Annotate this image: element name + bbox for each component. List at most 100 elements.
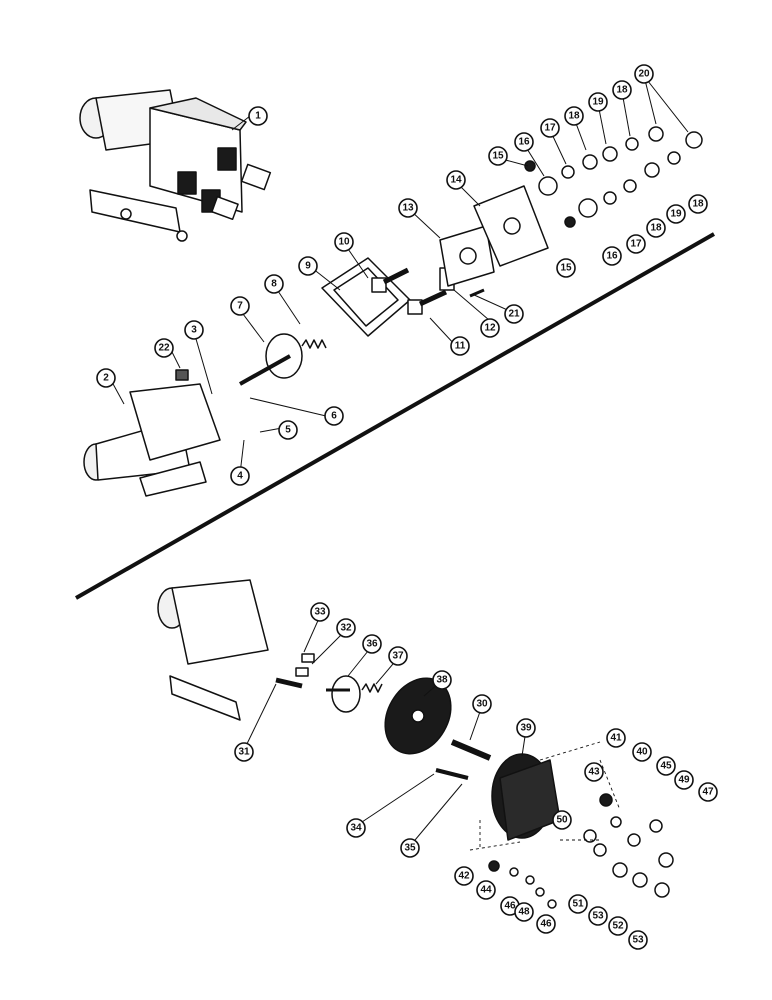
callout-22: 22 bbox=[154, 338, 174, 358]
callout-21: 21 bbox=[504, 304, 524, 324]
callout-40: 40 bbox=[632, 742, 652, 762]
svg-text:33: 33 bbox=[314, 607, 326, 618]
cover-14 bbox=[473, 185, 549, 267]
callout-9: 9 bbox=[298, 256, 318, 276]
svg-text:16: 16 bbox=[606, 251, 618, 262]
callout-18a: 18 bbox=[564, 106, 584, 126]
callout-3: 3 bbox=[184, 320, 204, 340]
svg-text:20: 20 bbox=[638, 69, 650, 80]
callout-18b: 18 bbox=[612, 80, 632, 100]
svg-text:10: 10 bbox=[338, 237, 350, 248]
spring-37 bbox=[361, 683, 383, 693]
callout-42: 42 bbox=[454, 866, 474, 886]
svg-text:37: 37 bbox=[392, 651, 404, 662]
callout-38: 38 bbox=[432, 670, 452, 690]
callout-16a: 16 bbox=[514, 132, 534, 152]
solenoid-assembled bbox=[79, 89, 272, 242]
callout-14: 14 bbox=[446, 170, 466, 190]
solenoid-body-2 bbox=[83, 383, 221, 497]
callout-12: 12 bbox=[480, 318, 500, 338]
svg-text:52: 52 bbox=[612, 921, 624, 932]
terminal-32-33 bbox=[295, 653, 315, 677]
callout-52: 52 bbox=[608, 916, 628, 936]
callout-47: 47 bbox=[698, 782, 718, 802]
callout-48: 48 bbox=[514, 902, 534, 922]
svg-text:45: 45 bbox=[660, 761, 672, 772]
hardware-lower bbox=[488, 793, 674, 909]
callout-50: 50 bbox=[552, 810, 572, 830]
svg-text:51: 51 bbox=[572, 899, 584, 910]
svg-text:49: 49 bbox=[678, 775, 690, 786]
callout-53a: 53 bbox=[588, 906, 608, 926]
svg-text:11: 11 bbox=[455, 341, 466, 352]
callout-51: 51 bbox=[568, 894, 588, 914]
callout-32: 32 bbox=[336, 618, 356, 638]
callout-18c: 18 bbox=[646, 218, 666, 238]
nut-22 bbox=[175, 369, 189, 381]
callout-35: 35 bbox=[400, 838, 420, 858]
svg-text:8: 8 bbox=[271, 279, 277, 290]
svg-text:46: 46 bbox=[504, 901, 516, 912]
stud-31 bbox=[275, 677, 303, 689]
plate-13 bbox=[439, 225, 495, 287]
callout-46b: 46 bbox=[536, 914, 556, 934]
spring-8 bbox=[301, 339, 327, 349]
svg-text:36: 36 bbox=[366, 639, 378, 650]
svg-text:18: 18 bbox=[616, 85, 628, 96]
svg-text:31: 31 bbox=[238, 747, 250, 758]
plunger-36 bbox=[326, 675, 361, 713]
bolt-10 bbox=[371, 267, 410, 293]
svg-text:9: 9 bbox=[305, 261, 311, 272]
callout-6: 6 bbox=[324, 406, 344, 426]
svg-text:19: 19 bbox=[670, 209, 682, 220]
svg-text:2: 2 bbox=[103, 373, 109, 384]
section-divider bbox=[75, 232, 715, 600]
svg-text:43: 43 bbox=[588, 767, 600, 778]
gasket-9 bbox=[321, 257, 411, 337]
callout-39: 39 bbox=[516, 718, 536, 738]
plunger-7 bbox=[239, 333, 303, 386]
svg-text:3: 3 bbox=[191, 325, 197, 336]
svg-text:22: 22 bbox=[158, 343, 170, 354]
svg-text:19: 19 bbox=[592, 97, 604, 108]
svg-text:12: 12 bbox=[484, 323, 496, 334]
callout-30: 30 bbox=[472, 694, 492, 714]
svg-text:39: 39 bbox=[520, 723, 532, 734]
svg-text:21: 21 bbox=[508, 309, 520, 320]
callout-31: 31 bbox=[234, 742, 254, 762]
svg-text:53: 53 bbox=[592, 911, 604, 922]
svg-text:18: 18 bbox=[692, 199, 704, 210]
callout-44: 44 bbox=[476, 880, 496, 900]
svg-text:17: 17 bbox=[544, 123, 556, 134]
callout-2: 2 bbox=[96, 368, 116, 388]
callout-19b: 19 bbox=[666, 204, 686, 224]
svg-text:35: 35 bbox=[404, 843, 416, 854]
callout-33: 33 bbox=[310, 602, 330, 622]
svg-text:40: 40 bbox=[636, 747, 648, 758]
svg-text:48: 48 bbox=[518, 907, 530, 918]
callout-17a: 17 bbox=[540, 118, 560, 138]
svg-text:4: 4 bbox=[237, 471, 243, 482]
svg-text:18: 18 bbox=[650, 223, 662, 234]
screw-21 bbox=[469, 288, 485, 298]
callout-1: 1 bbox=[248, 106, 268, 126]
svg-text:13: 13 bbox=[402, 203, 414, 214]
bolt-30 bbox=[450, 739, 492, 761]
callout-19a: 19 bbox=[588, 92, 608, 112]
callout-20: 20 bbox=[634, 64, 654, 84]
svg-text:44: 44 bbox=[480, 885, 492, 896]
svg-text:1: 1 bbox=[255, 111, 261, 122]
callout-8: 8 bbox=[264, 274, 284, 294]
svg-text:47: 47 bbox=[702, 787, 714, 798]
callout-43: 43 bbox=[584, 762, 604, 782]
svg-text:5: 5 bbox=[285, 425, 291, 436]
svg-text:34: 34 bbox=[350, 823, 362, 834]
svg-text:46: 46 bbox=[540, 919, 552, 930]
svg-text:32: 32 bbox=[340, 623, 352, 634]
svg-text:18: 18 bbox=[568, 111, 580, 122]
callout-11: 11 bbox=[450, 336, 470, 356]
solenoid-body-lower bbox=[157, 579, 269, 721]
svg-text:17: 17 bbox=[630, 239, 642, 250]
callout-36: 36 bbox=[362, 634, 382, 654]
